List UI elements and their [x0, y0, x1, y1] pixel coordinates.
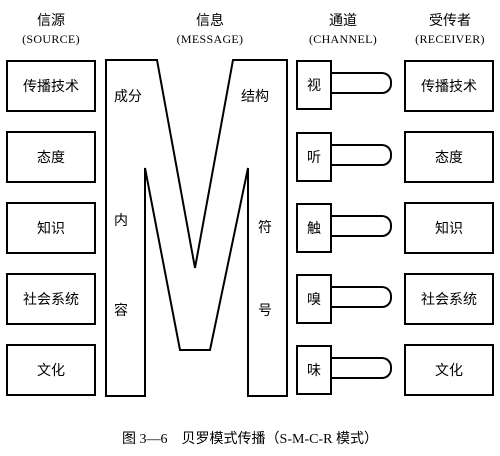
source-item: 态度: [6, 131, 96, 183]
message-structure-label: 结构: [241, 89, 269, 105]
source-item: 社会系统: [6, 273, 96, 325]
channel-header-title: 通道: [329, 13, 357, 29]
source-header-title: 信源: [37, 13, 65, 29]
receiver-item: 知识: [404, 202, 494, 254]
source-header-en: (SOURCE): [22, 32, 80, 46]
channel-bar: [330, 72, 392, 94]
message-symbol-label-2: 号: [258, 303, 272, 319]
figure-caption: 图 3—6 贝罗模式传播（S-M-C-R 模式）: [122, 432, 378, 447]
channel-bar: [330, 215, 392, 237]
message-header-en: (MESSAGE): [176, 32, 244, 46]
channel-item: 触: [296, 203, 332, 253]
channel-bar: [330, 286, 392, 308]
message-symbol-label-1: 符: [258, 220, 272, 236]
receiver-header: 受传者 (RECEIVER): [402, 12, 498, 48]
source-item: 传播技术: [6, 60, 96, 112]
message-header-title: 信息: [196, 13, 224, 29]
source-item: 知识: [6, 202, 96, 254]
source-item: 文化: [6, 344, 96, 396]
message-composition-label: 成分: [114, 89, 142, 105]
m-outline: [105, 59, 288, 397]
receiver-item: 态度: [404, 131, 494, 183]
channel-item: 视: [296, 60, 332, 110]
receiver-header-title: 受传者: [429, 13, 471, 29]
channel-header: 通道 (CHANNEL): [290, 12, 396, 48]
channel-bar: [330, 357, 392, 379]
channel-item: 嗅: [296, 274, 332, 324]
channel-header-en: (CHANNEL): [308, 32, 378, 46]
source-header: 信源 (SOURCE): [4, 12, 98, 48]
channel-item: 听: [296, 132, 332, 182]
receiver-item: 社会系统: [404, 273, 494, 325]
channel-bar: [330, 144, 392, 166]
receiver-item: 文化: [404, 344, 494, 396]
message-content-label-2: 容: [114, 303, 128, 319]
message-header: 信息 (MESSAGE): [140, 12, 280, 48]
receiver-header-en: (RECEIVER): [415, 32, 485, 46]
channel-item: 味: [296, 345, 332, 395]
receiver-item: 传播技术: [404, 60, 494, 112]
message-content-label-1: 内: [114, 213, 128, 229]
